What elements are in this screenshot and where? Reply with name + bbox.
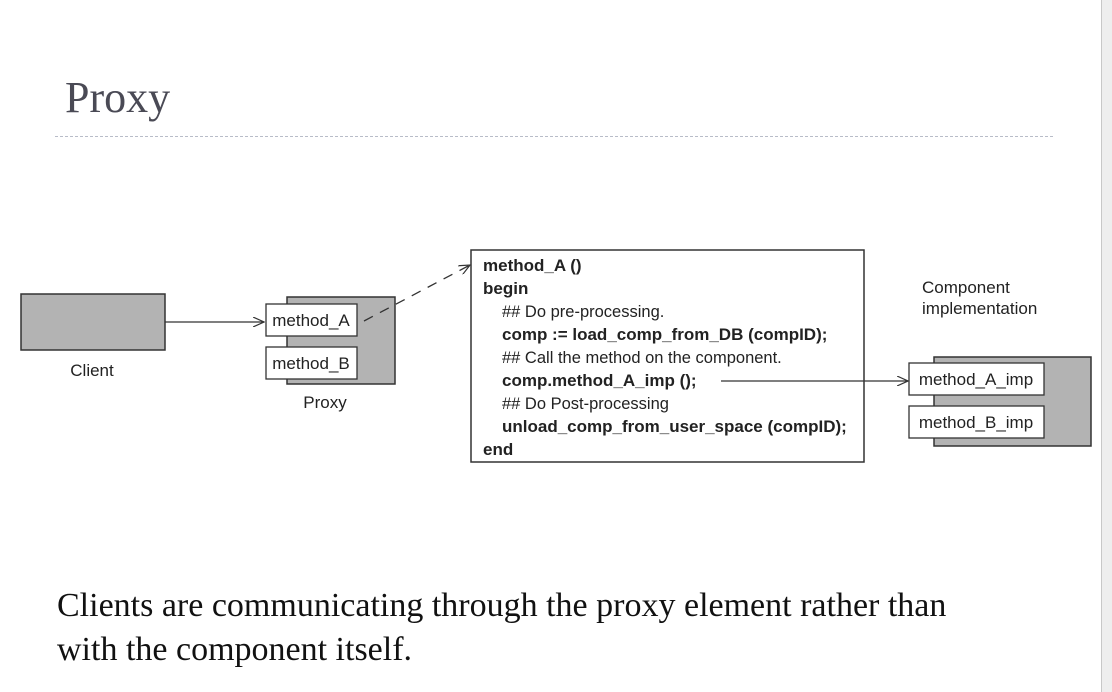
component-method-b-label: method_B_imp (919, 413, 1033, 432)
proxy-method-b-box (265, 346, 358, 380)
code-line: ## Call the method on the component. (502, 349, 782, 367)
component-method-b-box (908, 405, 1045, 439)
code-line: method_A () (483, 256, 582, 275)
code-line: comp := load_comp_from_DB (compID); (502, 325, 827, 344)
proxy-method-a-label: method_A (272, 311, 350, 330)
code-line: comp.method_A_imp (); (502, 371, 697, 390)
component-label-line-2: implementation (922, 299, 1037, 318)
slide-title: Proxy (65, 73, 171, 122)
proxy-to-code-dashed-arrow (363, 265, 470, 322)
component-method-a-box (908, 362, 1045, 396)
right-scroll-edge (1101, 0, 1112, 692)
method-a-code-box (470, 249, 865, 463)
code-line: begin (483, 279, 528, 298)
caption-line-2: with the component itself. (57, 631, 413, 668)
code-line: unload_comp_from_user_space (compID); (502, 417, 847, 436)
code-lines: method_A () begin ## Do pre-processing. com… (483, 256, 847, 459)
component-method-a-label: method_A_imp (919, 370, 1033, 389)
proxy-label: Proxy (303, 393, 347, 412)
caption-line-1: Clients are communicating through the pr… (57, 587, 947, 624)
proxy-method-b-label: method_B (272, 354, 350, 373)
code-line: ## Do pre-processing. (502, 303, 664, 321)
component-label: Component implementation (922, 278, 1037, 318)
title-divider (55, 136, 1053, 137)
component-label-line-1: Component (922, 278, 1010, 297)
code-line: end (483, 440, 513, 459)
proxy-diagram: Client method_A method_B Proxy method_A … (20, 249, 1092, 463)
client-label: Client (70, 361, 114, 380)
client-box (20, 293, 166, 351)
slide-caption: Clients are communicating through the pr… (57, 584, 1067, 672)
proxy-method-a-box (265, 303, 358, 337)
code-line: ## Do Post-processing (502, 395, 669, 413)
